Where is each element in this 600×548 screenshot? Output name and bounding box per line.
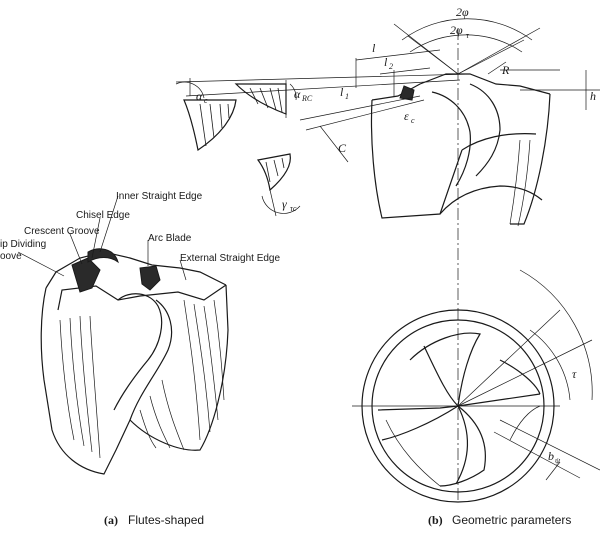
symbol-epsilon-c: ε [404,109,409,123]
drill-body-b-side [370,73,551,227]
section-gamma-tc [256,153,301,217]
symbol-alpha-c-sub: c [204,96,208,105]
section-alpha-rc [234,80,297,118]
tau-inner-arc [529,329,571,401]
symbol-R: R [501,63,510,77]
section-line-2 [185,79,461,97]
label-inner-straight-edge: Inner Straight Edge [116,191,203,202]
symbol-b-psi: b [548,449,554,463]
drill-body-a [40,248,229,475]
caption-b-letter: (b) [428,513,443,527]
label-chisel-edge: Chisel Edge [76,210,130,221]
label-chip-dividing-groove-line1: ip Dividing [0,239,46,250]
symbol-gamma-tc-sub: τc [290,204,297,213]
symbol-tau: τ [572,367,577,381]
symbol-b-psi-sub: ψ [555,456,561,465]
symbol-l1: l [340,85,344,99]
symbol-epsilon-c-sub: c [411,116,415,125]
symbol-two-phi-tau: 2φ [450,23,463,37]
symbol-l1-sub: 1 [345,92,349,101]
symbol-l2-sub: 2 [389,62,393,71]
symbol-C: C [338,141,347,155]
label-chip-dividing-groove-line2: oove [0,251,22,262]
chisel-mark-b [399,85,415,101]
caption-a-letter: (a) [104,513,118,527]
symbol-gamma-tc: γ [282,197,287,211]
drill-cross-section [352,309,560,503]
label-arc-blade: Arc Blade [148,233,192,244]
leaders-a [17,195,187,281]
section-line-1 [175,73,471,83]
symbol-l: l [372,41,376,55]
symbol-alpha-c: α [196,89,203,103]
two-phi-arc [401,18,533,41]
symbol-alpha-rc-sub: RC [301,94,313,103]
symbol-l2: l [384,55,388,69]
symbol-alpha-rc: α [294,87,301,101]
label-crescent-groove: Crescent Groove [24,226,100,237]
arc-blade-region [139,265,161,291]
chisel-edge-region [71,257,101,293]
symbol-two-phi: 2φ [456,5,469,19]
section-alpha-c [175,78,237,151]
caption-b-text: Geometric parameters [452,513,571,527]
symbol-two-phi-tau-sub: τ [466,31,470,40]
caption-a-text: Flutes-shaped [128,513,204,527]
label-external-straight-edge: External Straight Edge [180,253,280,264]
crescent-groove-mark [87,248,119,264]
symbol-h: h [590,89,596,103]
tau-outer-arc [519,269,593,401]
